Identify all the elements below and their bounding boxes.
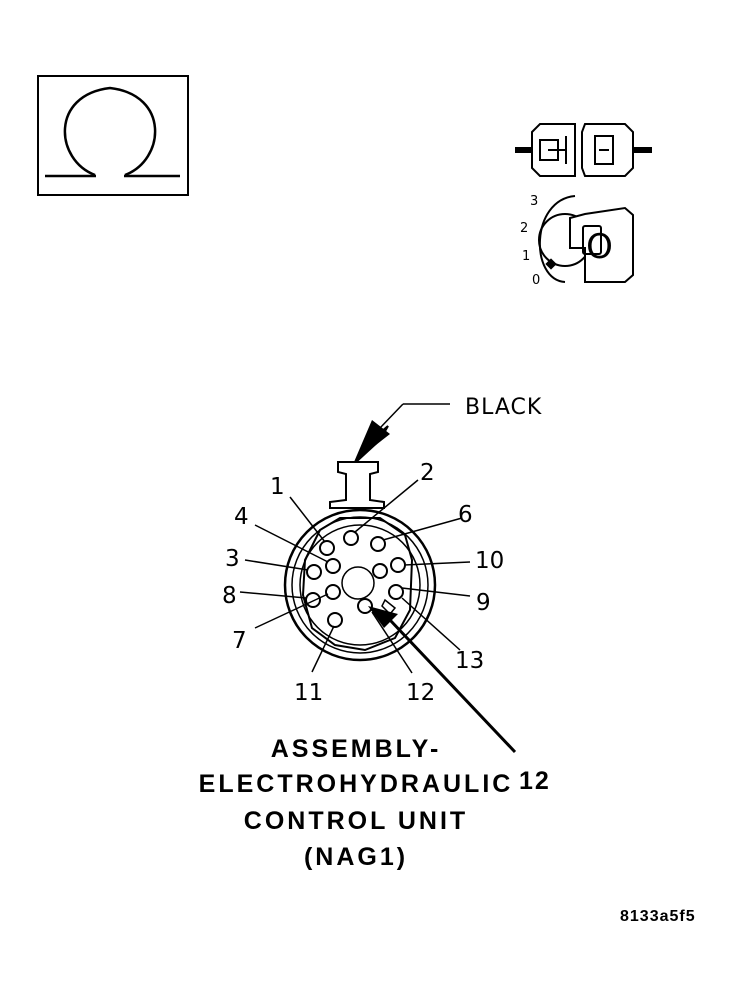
pin-leader-lines	[239, 479, 471, 674]
pin-label-13: 13	[455, 648, 484, 674]
pin-label-6: 6	[458, 502, 473, 528]
pin-label-11: 11	[294, 680, 323, 706]
highlight-arrow	[368, 606, 517, 754]
connector-face	[283, 461, 437, 662]
title-line-2: ELECTROHYDRAULIC	[199, 770, 514, 798]
key-position-3: 3	[530, 194, 538, 209]
wire-color-callout: BLACK	[354, 395, 542, 463]
disconnected-connector-icon	[515, 123, 652, 177]
highlighted-pin-number: 12	[519, 767, 551, 795]
component-title: ASSEMBLY- ELECTROHYDRAULIC CONTROL UNIT …	[199, 735, 514, 871]
title-line-1: ASSEMBLY-	[271, 735, 442, 763]
title-line-3: CONTROL UNIT	[244, 807, 468, 835]
pin-label-8: 8	[222, 583, 237, 609]
key-position-0: 0	[532, 273, 540, 288]
pin-label-2: 2	[420, 460, 435, 486]
key-position-1: 1	[522, 249, 530, 264]
ohmmeter-icon	[37, 75, 189, 196]
key-position-2: 2	[520, 221, 528, 236]
wire-color-label: BLACK	[465, 395, 542, 420]
pin-label-7: 7	[232, 628, 247, 654]
pin-label-10: 10	[475, 548, 504, 574]
pin-label-12: 12	[406, 680, 435, 706]
figure-id: 8133a5f5	[620, 908, 696, 925]
ignition-key-icon: O 3 2 1 0	[520, 194, 634, 288]
pin-label-3: 3	[225, 546, 240, 572]
pin-label-4: 4	[234, 504, 249, 530]
pin-cavities	[305, 530, 406, 628]
pin-label-1: 1	[270, 474, 285, 500]
title-line-4: (NAG1)	[304, 843, 408, 871]
pin-label-9: 9	[476, 590, 491, 616]
key-mark: O	[586, 227, 614, 267]
